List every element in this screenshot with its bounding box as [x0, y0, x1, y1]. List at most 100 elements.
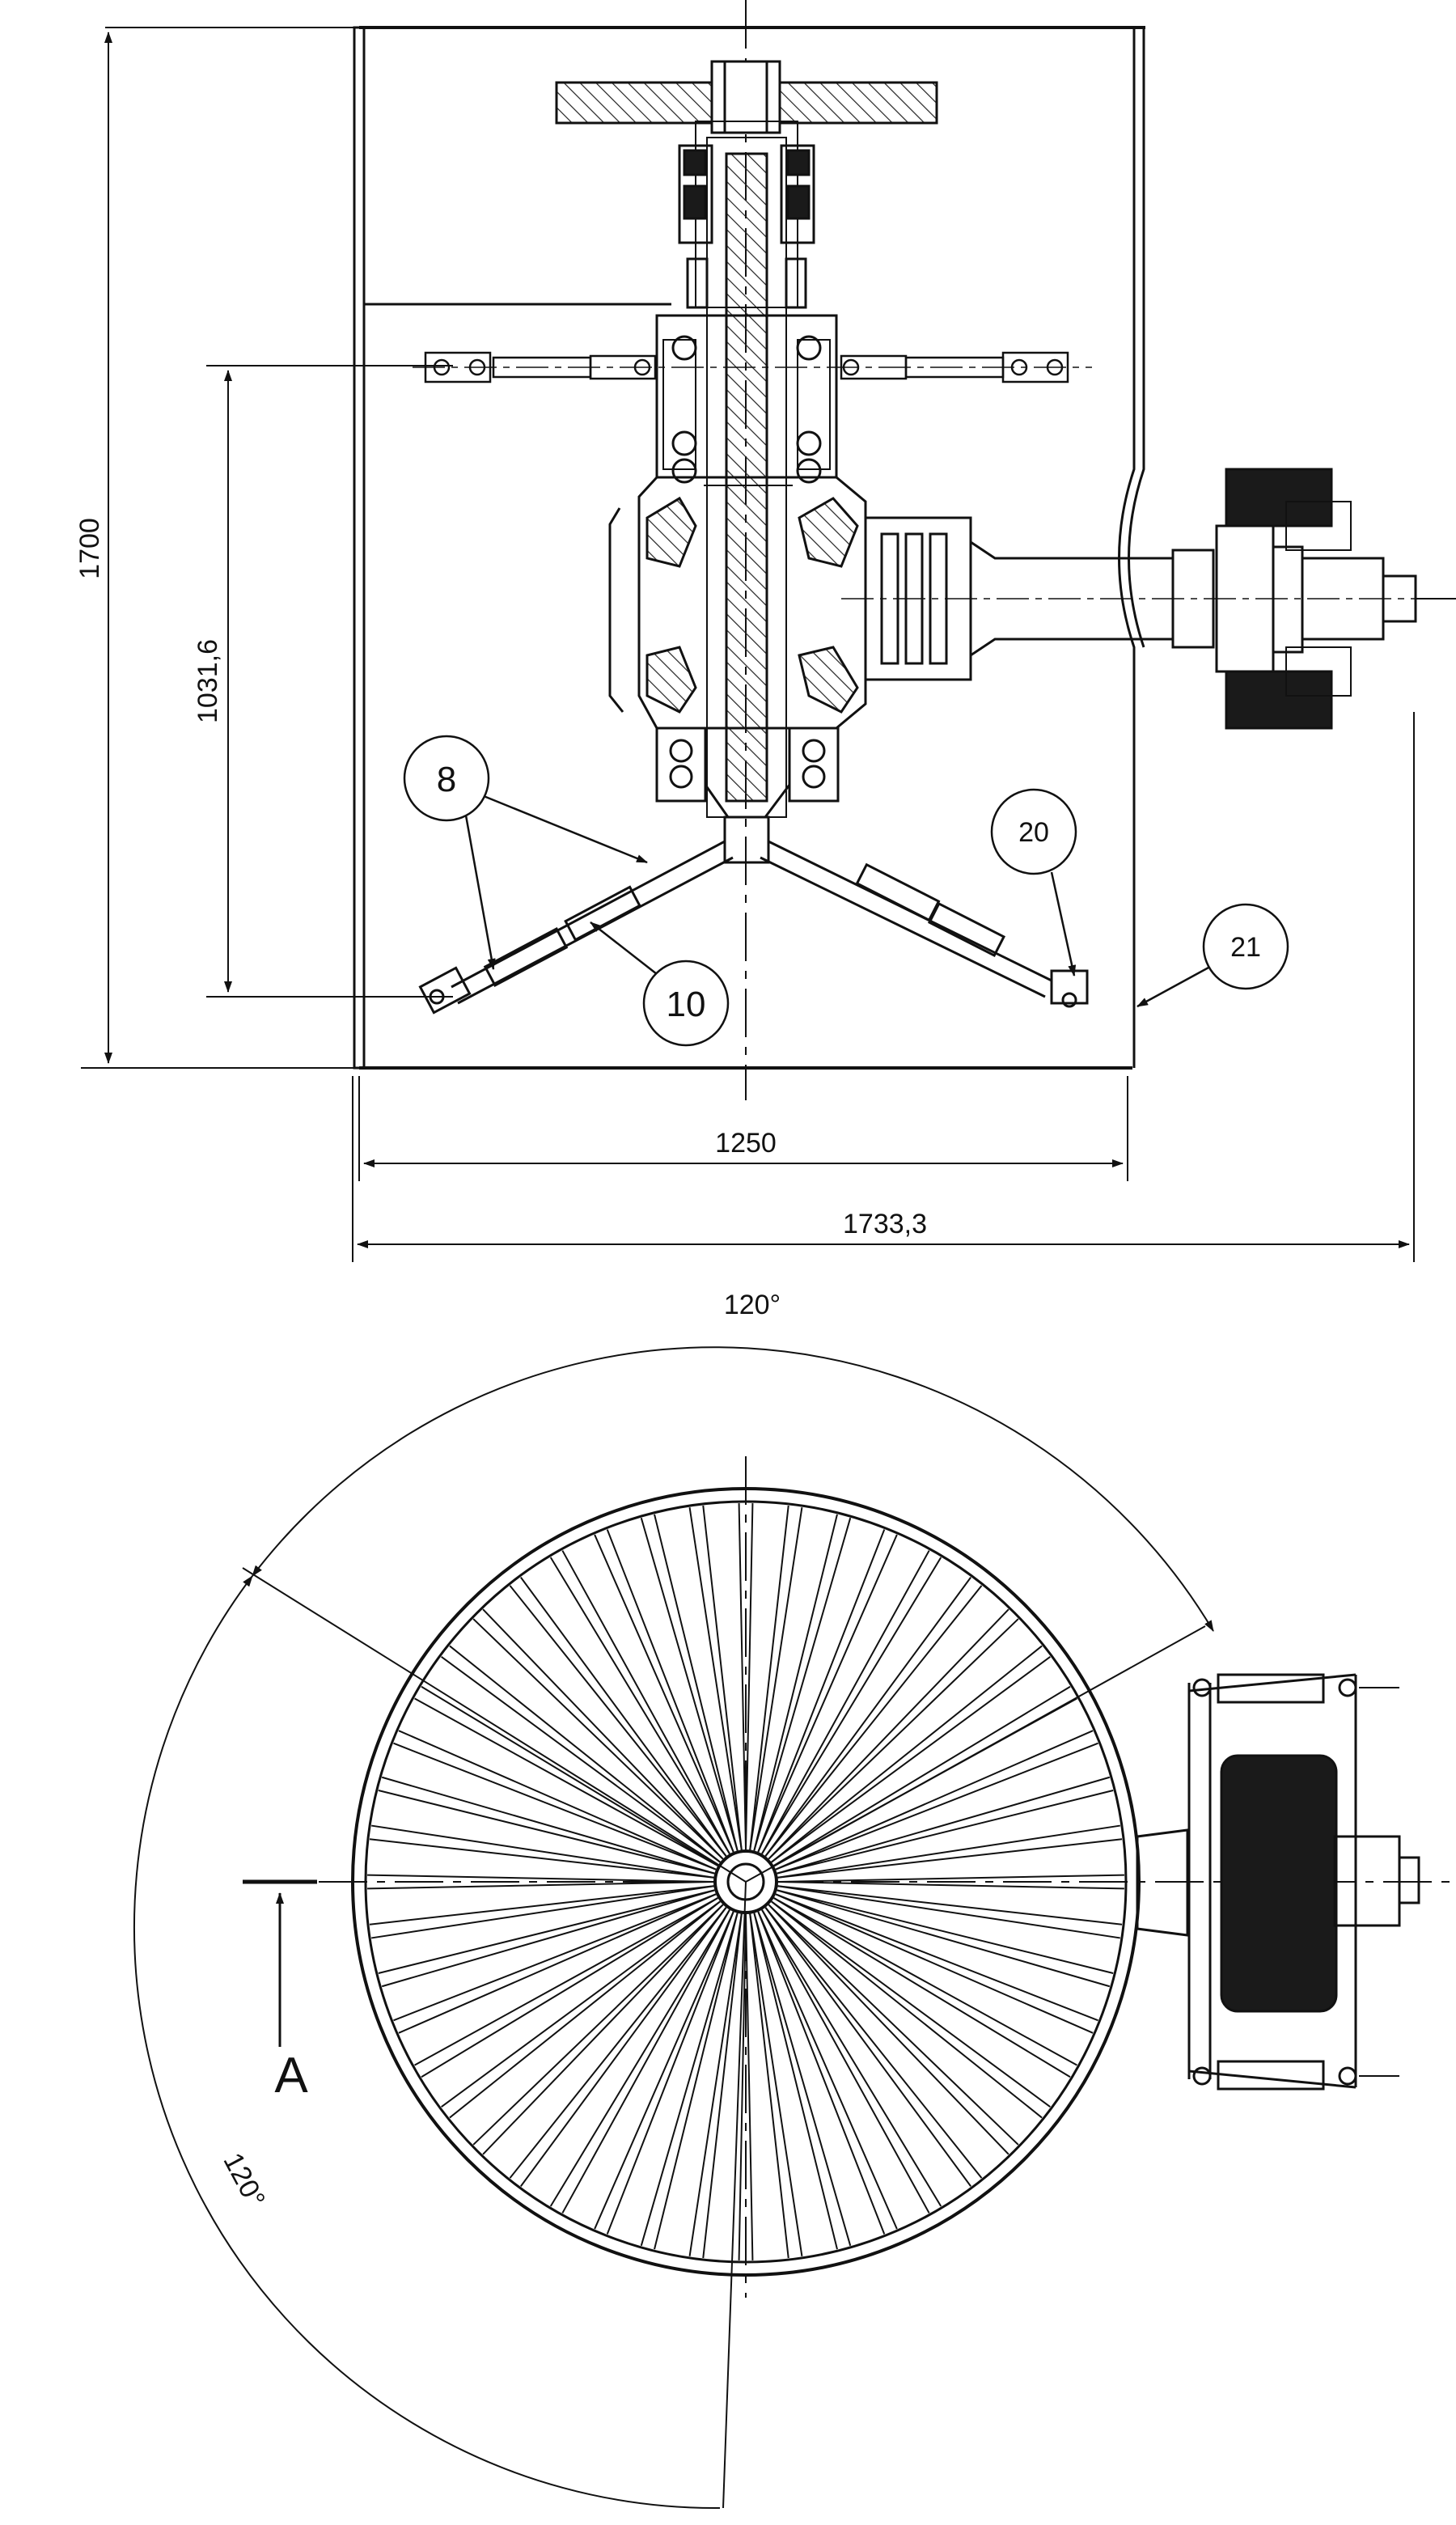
angle-label-top: 120°: [724, 1290, 781, 1320]
spoke-line: [367, 1874, 714, 1883]
dim-width-vessel: 1250: [715, 1128, 777, 1159]
callout-21-label: 21: [1230, 932, 1261, 963]
spoke-line: [777, 1776, 1111, 1875]
spoke-line: [414, 1897, 718, 2066]
spoke-line: [381, 1776, 715, 1875]
spoke-line: [771, 1900, 1043, 2119]
upper-tie-rods: [413, 351, 1092, 383]
spoke-line: [777, 1885, 1123, 1926]
spoke-line: [771, 1900, 1051, 2108]
spoke-line: [764, 1907, 983, 2179]
spoke-line: [702, 1505, 743, 1850]
upper-bearing-housing: [678, 144, 815, 309]
spoke-line: [393, 1893, 717, 2022]
spoke-line: [777, 1790, 1114, 1875]
spoke-line: [768, 1904, 1019, 2146]
lower-bearing-block: [655, 727, 840, 864]
vessel-inner-ring: [364, 1500, 1128, 2264]
spoke-line: [594, 1911, 734, 2230]
balloon-21: [1202, 903, 1289, 990]
spoke-line: [369, 1838, 714, 1879]
plan-view: [133, 1346, 1456, 2510]
vessel-wall: [353, 26, 1145, 1070]
spoke-line: [561, 1909, 730, 2214]
spoke-line: [371, 1885, 714, 1939]
spoke-line: [449, 1900, 721, 2119]
spoke-line: [702, 1913, 743, 2259]
spoke-line: [757, 1911, 898, 2230]
spoke-line: [749, 1913, 789, 2259]
spoke-line: [777, 1881, 1124, 1890]
angle-arc-left: [133, 1575, 721, 2510]
spoke-line: [777, 1889, 1111, 1988]
section-view: [353, 0, 1456, 1100]
spoke-line: [688, 1913, 743, 2256]
balloon-20: [990, 788, 1077, 875]
angle-label-left: 120°: [217, 2148, 271, 2213]
spoke-line: [441, 1656, 721, 1863]
spoke-line: [414, 1697, 718, 1866]
spoke-line: [640, 1913, 739, 2247]
side-drive-shaft: [841, 516, 1456, 681]
angle-arc-top: [252, 1346, 1214, 1632]
spoke-line: [520, 1907, 727, 2187]
dim-height-total: 1700: [74, 518, 105, 579]
dim-height-stand: 1031,6: [193, 639, 223, 723]
spoke-line: [441, 1900, 721, 2108]
spoke-line: [472, 1904, 724, 2146]
mixer-spokes: [367, 1503, 1124, 2260]
spoke-line: [775, 1893, 1094, 2034]
spoke-line: [761, 1909, 942, 2207]
spoke-line: [654, 1913, 739, 2250]
spoke-line: [777, 1889, 1114, 1974]
spoke-line: [378, 1790, 715, 1875]
spoke-line: [777, 1824, 1120, 1879]
spoke-line: [367, 1881, 714, 1890]
spoke-line: [749, 1913, 803, 2256]
spoke-line: [369, 1885, 714, 1926]
spoke-line: [771, 1645, 1043, 1863]
spoke-line: [749, 1505, 789, 1850]
spoke-line: [472, 1618, 724, 1860]
spoke-line: [749, 1507, 803, 1850]
spoke-line: [775, 1893, 1098, 2022]
spoke-line: [688, 1507, 743, 1850]
spoke-line: [771, 1656, 1051, 1863]
spoke-line: [549, 1909, 730, 2207]
spoke-line: [378, 1889, 715, 1974]
spoke-line: [421, 1685, 718, 1866]
spoke-line: [606, 1911, 734, 2235]
spoke-line: [768, 1904, 1009, 2155]
vessel-outer-ring: [351, 1487, 1141, 2277]
spoke-line: [482, 1904, 724, 2155]
spoke-line: [738, 1503, 747, 1850]
lower-diagonal-legs: [418, 840, 1089, 1015]
spoke-line: [745, 1913, 754, 2260]
spoke-line: [398, 1893, 717, 2034]
callout-balloons: [403, 735, 1289, 1047]
spoke-line: [777, 1838, 1123, 1879]
spoke-line: [777, 1874, 1124, 1883]
balloon-8: [403, 735, 490, 822]
spoke-line: [773, 1897, 1071, 2078]
spoke-line: [773, 1897, 1077, 2066]
callout-8-label: 8: [437, 760, 456, 799]
spoke-line: [768, 1608, 1009, 1860]
spoke-line: [753, 1913, 852, 2247]
dim-width-total: 1733,3: [843, 1209, 927, 1239]
spoke-line: [757, 1911, 886, 2235]
spoke-line: [753, 1913, 838, 2250]
section-view-label: A: [274, 2048, 308, 2103]
spoke-line: [449, 1645, 721, 1863]
spoke-line: [775, 1730, 1094, 1870]
callout-20-label: 20: [1018, 817, 1049, 848]
spoke-line: [381, 1889, 715, 1988]
top-view-dimensions: [81, 27, 1415, 1262]
spoke-line: [768, 1618, 1019, 1860]
spoke-line: [773, 1685, 1071, 1866]
spoke-line: [745, 1503, 754, 1850]
spoke-line: [398, 1730, 717, 1870]
spoke-line: [371, 1824, 714, 1879]
